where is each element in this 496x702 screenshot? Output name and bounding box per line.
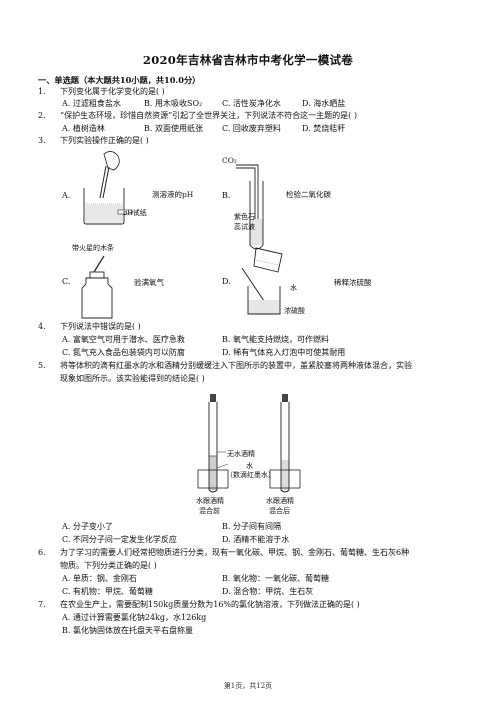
before-caption-1: 水跟酒精 bbox=[196, 497, 224, 505]
water-tag: 水 bbox=[290, 284, 297, 292]
oxygen-test-illustration bbox=[81, 255, 113, 319]
question-6: 6.为了学习的需要人们经常把物质进行分类，现有一氧化碳、甲烷、钢、金刚石、葡萄糖… bbox=[38, 548, 410, 557]
q2-option-d: D. 焚烧秸秆 bbox=[302, 124, 346, 133]
q7-option-a: A. 通过计算需要氯化钠24kg，水126kg bbox=[62, 613, 207, 622]
page-footer: 第1页，共12页 bbox=[223, 682, 273, 690]
q1-option-a: A. 过滤粗食盐水 bbox=[62, 99, 121, 108]
question-4: 4.下列说法中错误的是( ) bbox=[38, 322, 141, 331]
ph-paper-tag: pH试纸 bbox=[123, 209, 147, 217]
q4-option-a: A. 富氧空气可用于潜水、医疗急救 bbox=[62, 335, 185, 344]
sulfuric-acid-tag: 浓硫酸 bbox=[284, 307, 305, 315]
mixing-tubes-illustration bbox=[197, 394, 301, 493]
q1-option-b: B. 用木吸收SO₂ bbox=[144, 99, 203, 108]
q6-option-b: B. 氧化物：一氧化碳、葡萄糖 bbox=[222, 574, 329, 583]
q1-option-d: D. 海水晒盐 bbox=[302, 99, 346, 108]
q3-option-c-letter: C. bbox=[62, 277, 71, 286]
q4-option-d: D. 稀有气体充入灯泡中可使其耐用 bbox=[222, 348, 346, 357]
question-7: 7.在农业生产上，需要配制150kg质量分数为16%的氯化钠溶液，下列做法正确的… bbox=[38, 600, 360, 609]
question-6-continued: 物质。下列分类正确的是( ) bbox=[60, 561, 157, 570]
q3-option-a-letter: A. bbox=[62, 191, 71, 200]
q3-option-d-caption: 稀释浓硫酸 bbox=[334, 278, 372, 287]
q4-option-c: C. 氮气充入食品包装袋内可以防腐 bbox=[62, 348, 185, 357]
q2-option-b: B. 双面使用纸张 bbox=[144, 124, 203, 133]
dilution-illustration bbox=[241, 247, 283, 315]
litmus-tag-1: 紫色石 bbox=[234, 213, 255, 221]
question-3: 3.下列实验操作正确的是( ) bbox=[38, 136, 149, 145]
q2-option-c: C. 回收废弃塑料 bbox=[222, 124, 281, 133]
question-5: 5.将等体积的滴有红墨水的水和酒精分别缓缓注入下图所示的装置中，盖紧胶塞将两种液… bbox=[38, 361, 412, 370]
q1-option-c: C. 活性炭净化水 bbox=[222, 99, 281, 108]
q4-option-b: B. 氧气能支持燃烧，可作燃料 bbox=[222, 335, 329, 344]
q3-option-d-letter: D. bbox=[222, 277, 231, 286]
question-5-continued: 现象如图所示。该实验能得到的结论是( ) bbox=[60, 374, 205, 383]
wood-splint-tag: 带火星的木条 bbox=[72, 244, 114, 252]
question-2: 2.“保护生态环境，珍惜自然资源”引起了全世界关注，下列说法不符合这一主题的是(… bbox=[38, 111, 357, 120]
red-ink-label: （数滴红墨水） bbox=[226, 471, 275, 479]
q3-option-c-caption: 验满氧气 bbox=[134, 278, 164, 287]
section-heading: 一、单选题（本大题共10小题，共10.0分） bbox=[38, 75, 201, 85]
q5-option-b: B. 分子间有间隔 bbox=[222, 522, 281, 531]
after-caption-1: 水跟酒精 bbox=[266, 497, 294, 505]
q6-option-c: C. 有机物：甲烷、葡萄糖 bbox=[62, 587, 153, 596]
q6-option-a: A. 单质：钢、金刚石 bbox=[62, 574, 137, 583]
ethanol-label: 无水酒精 bbox=[227, 450, 255, 458]
after-caption-2: 混合后 bbox=[269, 507, 290, 515]
q3-option-b-letter: B. bbox=[222, 191, 231, 200]
q5-option-a: A. 分子变小了 bbox=[62, 522, 113, 531]
litmus-tag-2: 蕊试液 bbox=[234, 223, 255, 231]
q3-option-b-caption: 检验二氧化碳 bbox=[286, 190, 331, 199]
q2-option-a: A. 植树造林 bbox=[62, 124, 105, 133]
q7-option-b: B. 氯化钠固体放在托盘天平右盘称量 bbox=[62, 626, 193, 635]
water-label: 水 bbox=[246, 462, 253, 470]
ph-test-illustration bbox=[83, 151, 138, 225]
q5-option-c: C. 不同分子间一定发生化学反应 bbox=[62, 535, 177, 544]
q5-option-d: D. 酒精不能溶于水 bbox=[222, 535, 290, 544]
co2-tag: CO₂ bbox=[222, 156, 237, 165]
question-1: 1.下列变化属于化学变化的是( ) bbox=[38, 87, 165, 96]
co2-test-illustration bbox=[236, 164, 264, 250]
q3-option-a-caption: 测溶液的pH bbox=[152, 190, 194, 199]
page-title: 2020年吉林省吉林市中考化学一模试卷 bbox=[142, 53, 354, 67]
q6-option-d: D. 混合物：甲烷、生石灰 bbox=[222, 587, 314, 596]
before-caption-2: 混合前 bbox=[199, 507, 220, 515]
